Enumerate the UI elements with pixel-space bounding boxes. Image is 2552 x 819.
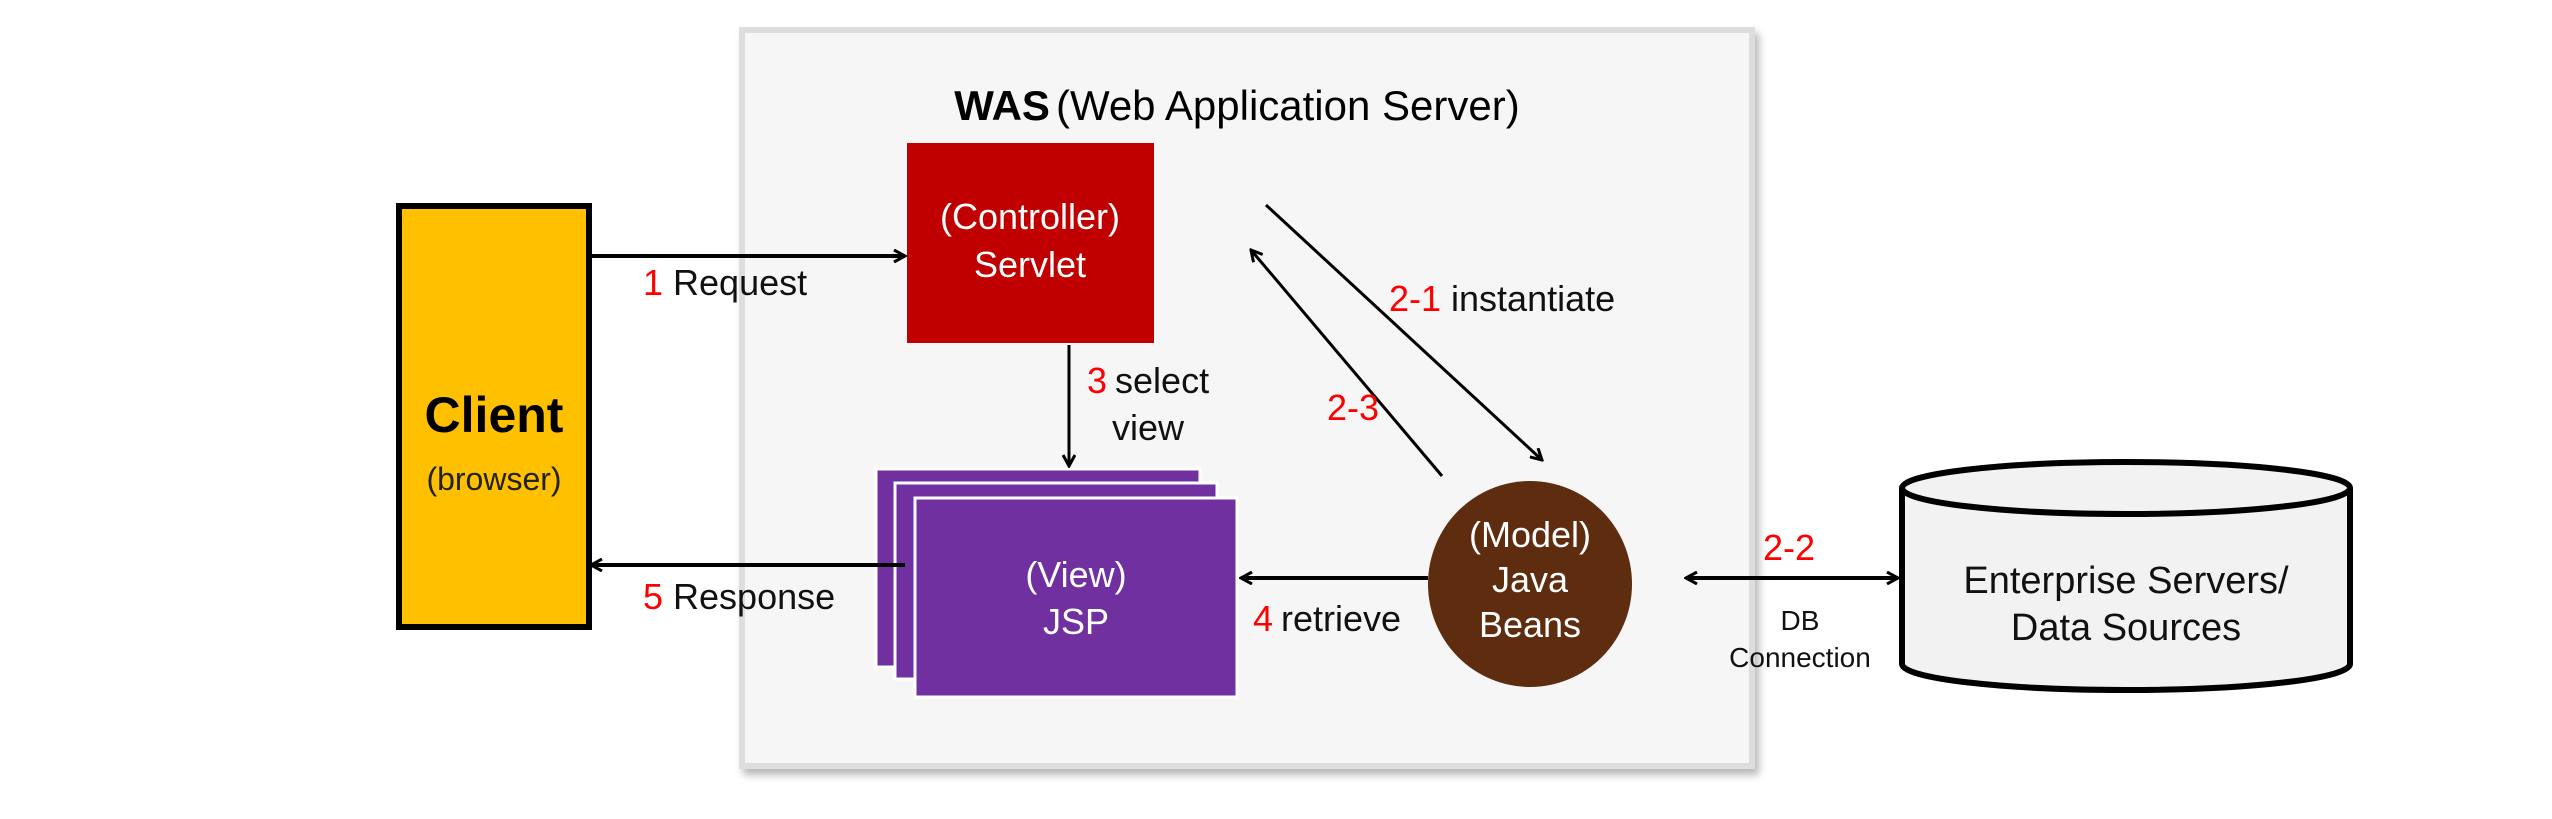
view-page-front [913,496,1239,699]
view-jsp-stack: (View) JSP [874,467,1239,699]
select-view-label-line2: view [1112,407,1185,448]
controller-name: Servlet [974,244,1086,285]
controller-role: (Controller) [940,196,1120,237]
client-box: Client (browser) [396,203,592,630]
return-label: 2-3 [1327,387,1379,428]
datasource-line2: Data Sources [2011,607,2241,649]
instantiate-arrow [1264,203,1542,460]
return-arrow [1251,250,1444,477]
datasource-cylinder: Enterprise Servers/ Data Sources [1899,459,2353,693]
model-name-line2: Beans [1479,604,1581,645]
client-title: Client [425,387,564,443]
was-title: WAS(Web Application Server) [954,82,1519,129]
model-name-line1: Java [1492,559,1569,600]
model-javabeans-ellipse: (Model) Java Beans [1428,481,1632,687]
db-connection-label-line2: Connection [1729,642,1871,673]
view-role: (View) [1025,554,1126,595]
client-subtitle: (browser) [426,461,561,497]
db-step-label: 2-2 [1763,527,1815,568]
controller-servlet-box: (Controller) Servlet [907,143,1154,343]
db-connection-label-line1: DB [1781,605,1820,636]
datasource-line1: Enterprise Servers/ [1963,560,2289,602]
model-role: (Model) [1469,514,1591,555]
view-name: JSP [1043,601,1109,642]
